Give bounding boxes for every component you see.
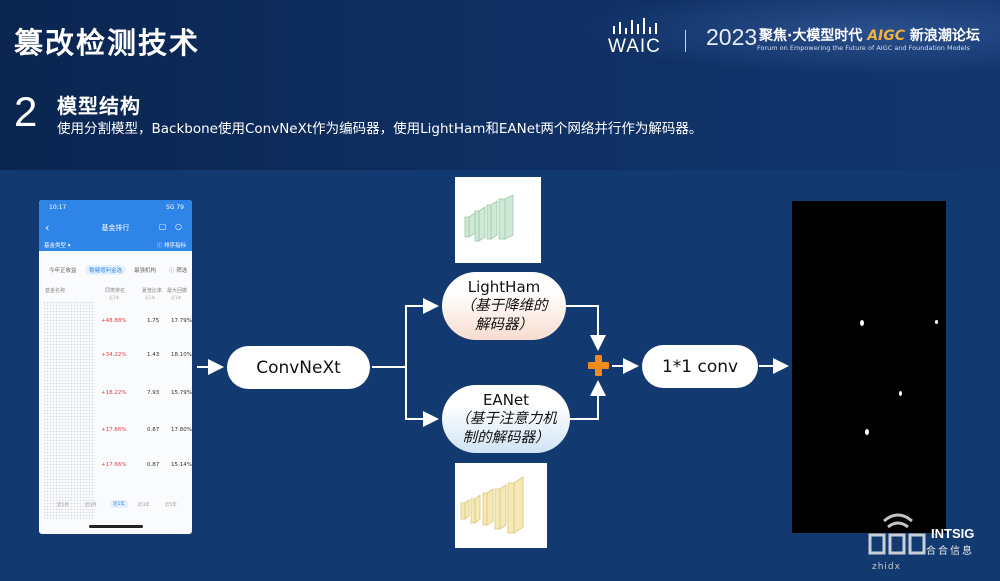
decoder-lightham-name: LightHam [467,277,541,296]
table-row[interactable]: +18.22% 7.93 15.79% [39,390,192,400]
phone-tabs: 今年正收益 稳健增利金选 最强机构 ⓘ 筛选 [39,263,192,281]
waic-bars-icon [613,18,657,34]
section-number: 2 [14,88,38,135]
intsig-brand-cn: 合合信息 [926,546,974,557]
phone-tab-filter[interactable]: ⓘ 筛选 [169,268,188,274]
table-row[interactable]: +17.66% 0.87 15.14% [39,462,192,472]
sharpe-value: 0.87 [147,462,160,468]
col-header: 最大回撤 [167,288,188,294]
period-tabs: 近1月 近3月 近1年 近3年 近5年 [39,498,192,512]
sharpe-value: 1.75 [147,318,160,324]
col-subheader: 近1年 [171,295,182,300]
return-value: +34.22% [101,352,127,358]
forum-title: 聚焦·大模型时代 AIGC 新浪潮论坛 [759,25,980,45]
col-header: 同类排名 [105,288,126,294]
slide-title: 篡改检测技术 [14,26,201,60]
header-band [0,0,1000,170]
section-title: 模型结构 [57,94,141,118]
zhidx-site: zhidx [872,562,901,572]
decoder-eanet-desc-1: （基于注意力机 [455,410,557,427]
col-header: 基金名称 [45,288,66,294]
phone-header: 10:17 5G 79 ‹ 基金排行 ▢ ○ 基金类型 ▾ ⓘ 排序指标 [39,200,192,251]
decoder-eanet-desc-2: 制的解码器） [462,429,550,446]
col-subheader: 近1年 [109,295,120,300]
phone-rank-metric[interactable]: ⓘ 排序指标 [156,243,186,249]
mask-blob [935,320,938,324]
decoder-lightham-desc-1: （基于降维的 [460,297,548,314]
lightham-structure-image [455,177,541,263]
drawdown-value: 18.10% [171,352,192,358]
forum-title-aigc: AIGC [867,28,906,44]
period-tab[interactable]: 近1月 [57,503,69,508]
sharpe-value: 7.93 [147,390,160,396]
period-tab[interactable]: 近3年 [138,503,150,508]
period-tab[interactable]: 近3月 [85,503,97,508]
phone-tab[interactable]: 今年正收益 [49,268,77,274]
intsig-brand: INTSIG [931,526,975,541]
phone-time: 10:17 [49,204,67,211]
plus-icon [588,355,609,376]
table-row[interactable]: +48.88% 1.75 17.79% [39,318,192,328]
col-subheader: 近1年 [145,295,156,300]
phone-status: 5G 79 [165,204,184,211]
encoder-node: ConvNeXt [227,346,370,389]
period-tab-active[interactable]: 近1年 [110,500,128,508]
phone-tab[interactable]: 最强机构 [134,268,157,274]
return-value: +17.66% [101,462,127,468]
table-row[interactable]: +34.22% 1.43 18.10% [39,352,192,362]
phone-type-filter[interactable]: 基金类型 ▾ [44,243,71,249]
return-value: +48.88% [101,318,127,324]
mask-blob [860,320,864,326]
forum-subtitle: Forum on Empowering the Future of AIGC a… [757,44,970,52]
search-icon[interactable]: ▢ ○ [158,222,185,231]
mask-blob [899,391,902,396]
decoder-lightham-desc-2: 解码器） [475,316,533,333]
zhidx-logo-icon [868,513,926,555]
phone-tab-active[interactable]: 稳健增利金选 [85,265,127,275]
return-value: +17.66% [101,427,127,433]
eanet-structure-image [455,463,547,548]
waic-logo: WAIC [608,36,661,57]
forum-title-c: 新浪潮论坛 [909,28,980,44]
decoder-eanet-name: EANet [482,390,530,409]
drawdown-value: 17.79% [171,318,192,324]
output-mask [792,201,946,533]
chevron-left-icon[interactable]: ‹ [45,221,50,234]
mask-blob [865,429,869,435]
col-header: 夏普比率 [142,288,163,294]
decoder-lightham-node: LightHam （基于降维的 解码器） [442,272,566,340]
table-row[interactable]: +17.66% 0.87 17.80% [39,427,192,437]
decoder-eanet-node: EANet （基于注意力机 制的解码器） [442,385,570,453]
sharpe-value: 1.43 [147,352,160,358]
forum-title-a: 聚焦·大模型时代 [759,28,863,44]
header-divider [685,30,686,52]
green-layers-icon [464,194,514,242]
fusion-conv-node: 1*1 conv [642,345,758,388]
drawdown-value: 17.80% [171,427,192,433]
blurred-fund-names [43,301,95,519]
section-description: 使用分割模型，Backbone使用ConvNeXt作为编码器，使用LightHa… [57,121,703,137]
drawdown-value: 15.14% [171,462,192,468]
yellow-layers-icon [460,476,524,534]
return-value: +18.22% [101,390,127,396]
input-phone-screenshot: 10:17 5G 79 ‹ 基金排行 ▢ ○ 基金类型 ▾ ⓘ 排序指标 今年正… [39,200,192,534]
phone-title: 基金排行 [101,224,130,232]
drawdown-value: 15.79% [171,390,192,396]
period-tab[interactable]: 近5年 [165,503,177,508]
sharpe-value: 0.87 [147,427,160,433]
home-indicator [89,525,143,528]
forum-year: 2023 [706,24,758,50]
